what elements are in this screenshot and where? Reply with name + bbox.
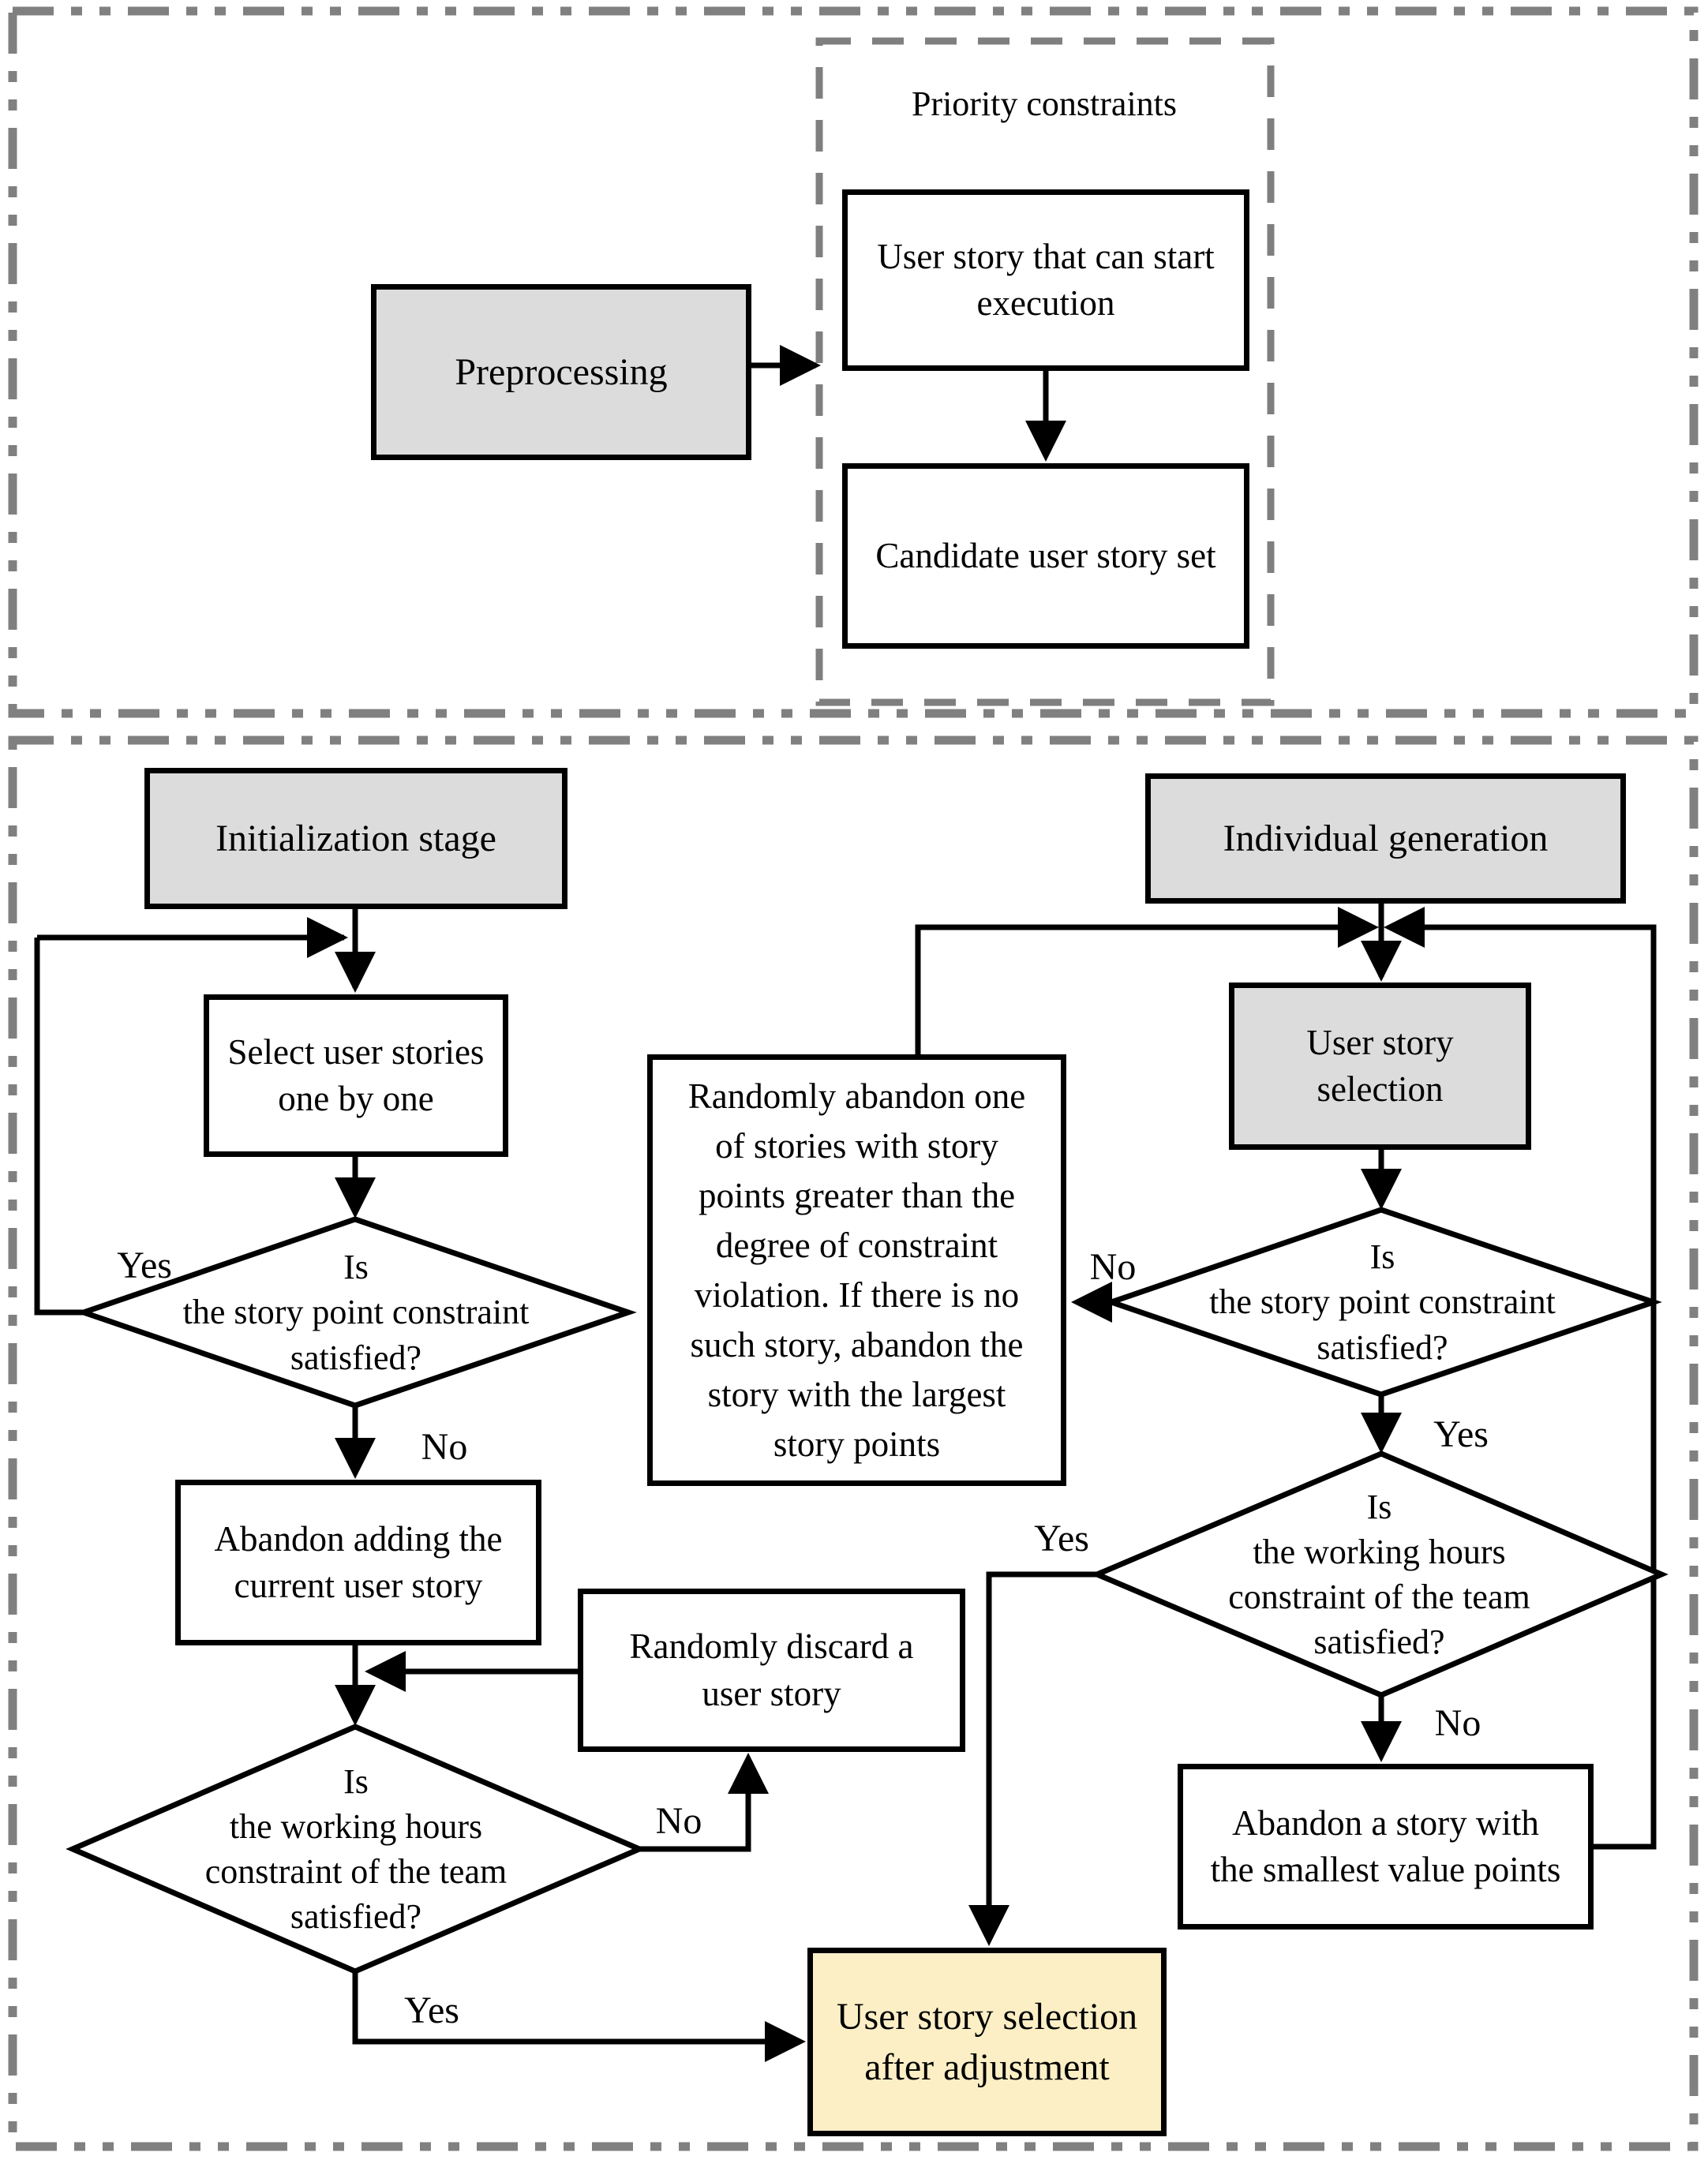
node-line: after adjustment bbox=[864, 2046, 1110, 2088]
edge-label-no: No bbox=[1434, 1702, 1481, 1744]
node-line: Abandon a story with bbox=[1232, 1802, 1539, 1843]
arrowhead-left-icon bbox=[1071, 1282, 1112, 1323]
diamond-story-point-right bbox=[1103, 1207, 1662, 1398]
node-line: Randomly abandon one bbox=[687, 1076, 1026, 1116]
section-title-label: Priority constraints bbox=[911, 84, 1178, 124]
arrowhead-right-icon bbox=[780, 345, 821, 386]
edge-label-no: No bbox=[655, 1800, 702, 1842]
node-randomly-discard: Randomly discard a user story bbox=[578, 1589, 965, 1752]
arrowhead-down-icon bbox=[335, 952, 376, 993]
diamond-line: Is bbox=[343, 1248, 369, 1287]
preprocessing-section-frame bbox=[8, 6, 1699, 718]
diamond-story-point-left bbox=[75, 1216, 637, 1409]
node-label: Initialization stage bbox=[215, 817, 496, 859]
diamond-line: satisfied? bbox=[290, 1897, 422, 1937]
node-line: Randomly discard a bbox=[629, 1626, 914, 1667]
node-line: User story selection bbox=[836, 1996, 1138, 2038]
diamond-line: constraint of the team bbox=[204, 1852, 508, 1891]
arrowhead-down-icon bbox=[968, 1905, 1009, 1946]
node-line: degree of constraint bbox=[715, 1225, 998, 1265]
diamond-line: Is bbox=[1369, 1237, 1395, 1277]
arrowhead-down-icon bbox=[335, 1685, 376, 1726]
diamond-text-story-point-left: Is the story point constraint satisfied? bbox=[84, 1227, 628, 1398]
edge-label-no: No bbox=[421, 1426, 468, 1468]
priority-constraints-frame bbox=[815, 37, 1275, 706]
edge-diamond2-yes-to-adjustment-right bbox=[986, 1571, 1097, 1938]
node-line: selection bbox=[1317, 1069, 1444, 1109]
diamond-text-story-point-right: Is the story point constraint satisfied? bbox=[1111, 1218, 1654, 1387]
node-line: the smallest value points bbox=[1210, 1850, 1561, 1889]
node-select-stories: Select user stories one by one bbox=[204, 994, 508, 1157]
arrowhead-down-icon bbox=[1361, 941, 1402, 982]
edge-smallest-loop-to-junction bbox=[1423, 924, 1657, 1850]
node-line: points greater than the bbox=[698, 1175, 1016, 1215]
diamond-line: Is bbox=[343, 1761, 369, 1801]
node-user-story-selection: User story selection bbox=[1229, 983, 1531, 1150]
node-line: such story, abandon the bbox=[690, 1324, 1024, 1364]
node-selection-after-adjustment: User story selection after adjustment bbox=[807, 1948, 1167, 2136]
arrowhead-right-icon bbox=[1338, 907, 1379, 948]
node-line: story with the largest bbox=[707, 1374, 1006, 1414]
arrowhead-down-icon bbox=[1025, 421, 1066, 462]
node-label: Candidate user story set bbox=[875, 535, 1216, 575]
diamond-working-hours-left bbox=[66, 1724, 646, 1974]
edge-label-yes: Yes bbox=[1433, 1413, 1489, 1455]
priority-constraints-title: Priority constraints bbox=[847, 79, 1242, 129]
arrowhead-down-icon bbox=[335, 1438, 376, 1479]
generation-section-frame bbox=[8, 736, 1699, 2151]
node-abandon-smallest: Abandon a story with the smallest value … bbox=[1178, 1764, 1594, 1930]
node-randomly-abandon: Randomly abandon one of stories with sto… bbox=[647, 1054, 1066, 1486]
diamond-text-working-hours-left: Is the working hours constraint of the t… bbox=[73, 1733, 639, 1965]
node-line: violation. If there is no bbox=[694, 1275, 1020, 1315]
diamond-working-hours-right bbox=[1090, 1450, 1669, 1698]
diamond-line: the working hours bbox=[229, 1806, 483, 1846]
edge-label-yes: Yes bbox=[404, 1989, 459, 2031]
edge-diamond2-yes-to-adjustment bbox=[352, 1971, 800, 2045]
edge-label-yes: Yes bbox=[117, 1245, 172, 1286]
node-label: Preprocessing bbox=[455, 350, 668, 393]
node-line: User story bbox=[1306, 1022, 1454, 1062]
edge-left-loop-yes bbox=[34, 938, 84, 1316]
diamond-line: the story point constraint bbox=[182, 1293, 530, 1332]
node-line: current user story bbox=[234, 1566, 483, 1605]
node-line: Select user stories bbox=[227, 1031, 485, 1072]
node-line: user story bbox=[702, 1673, 841, 1713]
arrowhead-down-icon bbox=[1361, 1721, 1402, 1762]
arrowhead-up-icon bbox=[728, 1753, 769, 1794]
diamond-line: satisfied? bbox=[290, 1338, 422, 1377]
diamond-line: satisfied? bbox=[1313, 1623, 1445, 1662]
node-line: User story that can start bbox=[877, 236, 1215, 276]
node-line: execution bbox=[976, 283, 1115, 323]
node-preprocessing: Preprocessing bbox=[371, 284, 751, 460]
arrowhead-right-icon bbox=[307, 917, 348, 958]
diamond-text-working-hours-right: Is the working hours constraint of the t… bbox=[1097, 1460, 1661, 1689]
node-user-story-start: User story that can start execution bbox=[842, 189, 1249, 371]
edge-randomabandon-to-junction bbox=[915, 924, 1339, 1054]
edge-label-yes: Yes bbox=[1034, 1518, 1089, 1559]
node-abandon-adding: Abandon adding the current user story bbox=[175, 1480, 541, 1645]
node-line: Abandon adding the bbox=[214, 1518, 503, 1559]
arrowhead-left-icon bbox=[365, 1651, 406, 1692]
diamond-line: the story point constraint bbox=[1209, 1282, 1556, 1322]
arrowhead-down-icon bbox=[1361, 1413, 1402, 1454]
node-line: story points bbox=[773, 1424, 941, 1464]
diamond-line: Is bbox=[1366, 1487, 1392, 1526]
node-label: Individual generation bbox=[1223, 817, 1549, 859]
arrowhead-left-icon bbox=[1384, 907, 1425, 948]
arrowhead-down-icon bbox=[335, 1177, 376, 1218]
diamond-line: constraint of the team bbox=[1228, 1578, 1530, 1616]
node-individual-generation: Individual generation bbox=[1145, 773, 1626, 904]
node-candidate-set: Candidate user story set bbox=[842, 463, 1249, 649]
edge-label-no: No bbox=[1089, 1246, 1137, 1288]
node-initialization-stage: Initialization stage bbox=[144, 768, 567, 909]
node-line: one by one bbox=[278, 1079, 434, 1118]
arrowhead-right-icon bbox=[765, 2021, 806, 2062]
arrowhead-down-icon bbox=[1361, 1169, 1402, 1210]
diamond-line: the working hours bbox=[1253, 1532, 1506, 1571]
diamond-line: satisfied? bbox=[1317, 1327, 1448, 1367]
node-line: of stories with story bbox=[715, 1125, 998, 1166]
